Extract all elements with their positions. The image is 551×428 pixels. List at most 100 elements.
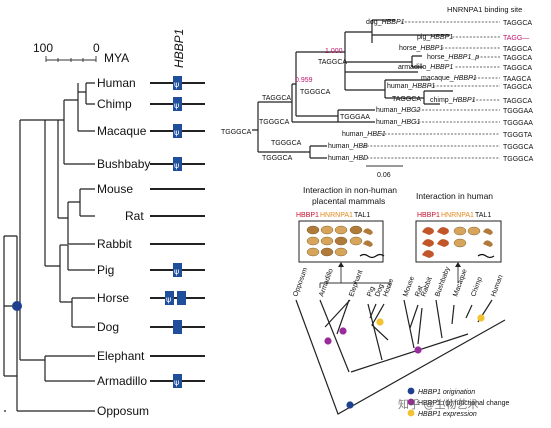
gt-clade-a: [258, 84, 293, 122]
gt-dog-pig: [345, 20, 373, 43]
species-label-opposum: Opposum: [97, 404, 149, 418]
bt-bushbaby: [435, 299, 443, 339]
gene-tip-label: macaque_HBBP1: [421, 75, 477, 82]
legend-expression-label: HBBP1 expression: [418, 411, 477, 418]
bt-mouse: [403, 299, 415, 349]
species-label-dog: Dog: [97, 320, 119, 334]
rodent-clade: [68, 188, 95, 217]
scale-unit-label: MYA: [104, 51, 129, 65]
gene-tip-label: human_HBE1: [342, 131, 386, 138]
bt-taxon-label: Opposum: [292, 267, 309, 298]
tal1-squiggle: [477, 253, 495, 259]
gt-dog-pig-tips: [372, 19, 450, 36]
gt-support-value: 0.959: [295, 77, 313, 84]
gt-clade-b: [258, 146, 311, 158]
horse-dog-clade: [71, 297, 95, 328]
hbbp1-gene-box: ψ: [173, 97, 182, 111]
bt-expression-dot: [477, 314, 485, 322]
binding-site-seq: TAGGCA: [503, 98, 532, 105]
bottom-legend: HBBP1 origination HBBP1 (ψ) functional c…: [407, 387, 509, 418]
bt-armadillo: [319, 299, 350, 373]
gt-human-chimp: [424, 90, 453, 105]
opposum-stem: [4, 375, 17, 412]
legend-functional-label: HBBP1 (ψ) functional change: [418, 400, 509, 407]
gt-inner: [292, 52, 297, 116]
hnrnpa1-blob: [334, 225, 348, 235]
hnrnpa1-blob: [453, 226, 467, 236]
euarchontoglires-split: [45, 119, 59, 218]
species-label-horse: Horse: [97, 291, 129, 305]
binding-site-seq: TAGGCA: [503, 65, 532, 72]
hnrnpa1-blob: [320, 236, 334, 246]
watermark: 知乎 @生物艺术: [398, 397, 479, 411]
species-label-elephant: Elephant: [97, 349, 145, 363]
hbbp1-origination-node: [12, 301, 22, 311]
gene-tree: HNRNPA1 binding site TAGGCA TAGGCA TAGGC…: [221, 5, 522, 179]
hbbp1-gene-box: ψ: [173, 157, 182, 171]
hbbp1-gene-box: ψ: [173, 124, 182, 138]
species-label-chimp: Chimp: [97, 97, 132, 111]
gene-tip-label: horse_HBBP1_p: [427, 54, 479, 61]
hbbp1-blob: [437, 227, 449, 235]
gt-horse-tips: [412, 55, 423, 68]
pseudogene-icon: ψ: [174, 80, 179, 89]
bt-functional-change-dot: [339, 327, 347, 335]
legend-tal1-right: TAL1: [475, 212, 491, 219]
gt-support-value: 1.000: [325, 48, 343, 55]
bt-rat: [409, 304, 419, 329]
binding-site-seq: TAGGCA: [503, 84, 532, 91]
gene-tip-label: horse_HBBP1: [399, 45, 443, 52]
interaction-cartoons: [306, 225, 495, 259]
hbbp1-blob: [363, 228, 373, 235]
bt-chimp: [465, 304, 473, 319]
gene-tip-label: armadillo_HBBP1: [398, 64, 453, 71]
laurasia-split: [59, 245, 72, 303]
gt-node-label: TGGGCA: [259, 119, 290, 126]
bt-taxon-label: Elephant: [348, 269, 364, 297]
gt-node-label: TGGGCA: [271, 140, 302, 147]
bt-taxon-label: Rabbit: [420, 276, 434, 297]
species-label-rabbit: Rabbit: [97, 237, 132, 251]
human-title: Interaction in human: [416, 191, 493, 201]
gt-root: [252, 102, 259, 152]
hnrnpa1-blob: [349, 225, 363, 235]
hnrnpa1-blob: [453, 238, 467, 248]
legend-expression-dot: [407, 409, 415, 417]
bt-taxon-label: Bushbaby: [434, 266, 451, 298]
gene-tip-label: human_HBB: [328, 143, 368, 150]
gene-tip-label: human_HBD: [328, 155, 368, 162]
binding-site-seq: TAGG—: [503, 35, 529, 42]
species-label-mouse: Mouse: [97, 182, 133, 196]
gene-tip-label: chimp_HBBP1: [430, 97, 476, 104]
gt-node-label: TGGGCA: [221, 129, 252, 136]
bt-rabbit: [417, 307, 423, 345]
pig-link: [67, 245, 95, 271]
bt-elephant-up: [324, 299, 351, 328]
legend-origination-dot: [407, 387, 415, 395]
gt-node-label: TAGGCA: [262, 95, 291, 102]
scale-left-label: 100: [33, 41, 53, 55]
bt-afro: [336, 299, 350, 335]
afrotheria-clade: [44, 355, 95, 382]
gene-tip-label: human_HBBP1: [387, 83, 435, 90]
hnrnpa1-blob: [334, 236, 348, 246]
gt-primate: [344, 62, 386, 98]
hnrnpa1-blob: [306, 236, 320, 246]
hbbp1-blob: [422, 227, 434, 235]
binding-site-header: HNRNPA1 binding site: [447, 5, 522, 14]
legend-hnrnpa1-left: HNRNPA1: [320, 212, 353, 219]
pseudogene-icon: ψ: [174, 128, 179, 137]
pseudogene-icon: ψ: [174, 378, 179, 387]
hbbp1-gene-box: ψ: [173, 374, 182, 388]
species-label-pig: Pig: [97, 263, 114, 277]
scale-right-label: 0: [93, 41, 100, 55]
bt-functional-change-dot: [324, 337, 332, 345]
legend-origination-label: HBBP1 origination: [418, 389, 475, 396]
eutheria-split: [19, 120, 45, 361]
hbbp1-blob: [422, 239, 434, 247]
bt-taxon-label: Rat: [414, 285, 424, 298]
binding-site-seq: TAGGCA: [503, 46, 532, 53]
binding-site-seq: TGGGAA: [503, 120, 533, 127]
